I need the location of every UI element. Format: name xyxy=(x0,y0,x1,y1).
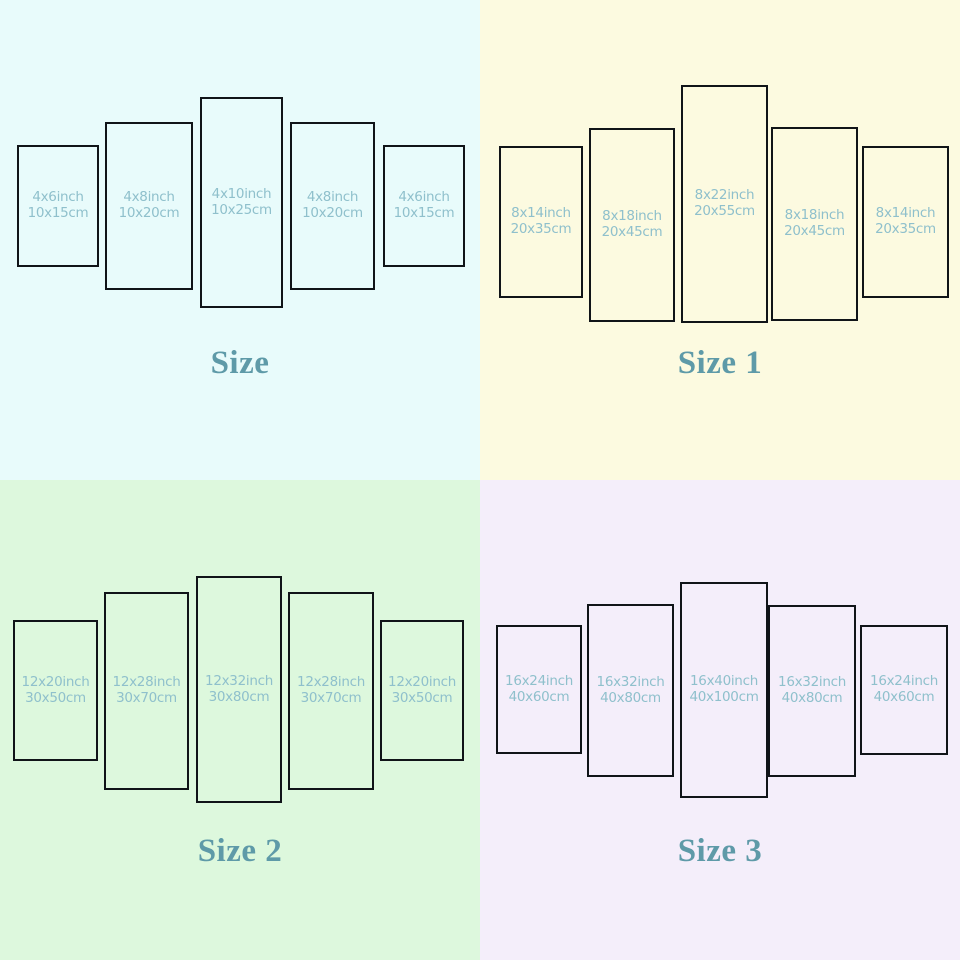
panel-size-cm: 10x25cm xyxy=(211,201,272,218)
panel-size-inch: 16x32inch xyxy=(778,674,846,690)
panel-size-inch: 8x22inch xyxy=(694,187,755,203)
panel-size-cm: 10x15cm xyxy=(27,205,89,221)
panel-size-cm: 20x55cm xyxy=(694,203,755,219)
panel-size-inch: 12x20inch xyxy=(21,673,90,690)
panel-size-cm: 40x80cm xyxy=(781,690,843,706)
panel-size-inch: 8x14inch xyxy=(875,205,936,221)
panel-size-cm: 20x35cm xyxy=(875,221,936,237)
quadrant-title-size: Size xyxy=(210,345,270,381)
panel-size-inch: 8x18inch xyxy=(784,207,845,223)
panel-size-cm: 40x80cm xyxy=(600,689,661,706)
quadrant-title-size-2: Size 2 xyxy=(197,833,283,869)
panel-size-cm: 30x50cm xyxy=(25,689,86,706)
panel-size-inch: 12x28inch xyxy=(112,674,181,690)
panel-size-inch: 16x24inch xyxy=(870,673,938,689)
panel-size-cm: 30x80cm xyxy=(208,688,270,705)
panel-size-cm: 20x45cm xyxy=(784,223,845,239)
panel-size-inch: 16x32inch xyxy=(596,673,665,690)
panel-size-inch: 8x18inch xyxy=(602,208,662,224)
panel-size-inch: 4x6inch xyxy=(398,189,450,205)
panel-size-cm: 10x20cm xyxy=(118,205,180,221)
quadrant-title-size-3: Size 3 xyxy=(677,833,763,869)
panel-size-cm: 20x45cm xyxy=(601,224,663,240)
panel-size-inch: 8x14inch xyxy=(511,205,571,221)
panel-size-cm: 10x20cm xyxy=(302,205,363,221)
panel-size-inch: 4x8inch xyxy=(306,189,359,205)
panel-size-inch: 4x10inch xyxy=(211,185,272,202)
panel-size-cm: 30x70cm xyxy=(300,690,362,706)
panel-size-inch: 4x6inch xyxy=(32,189,84,205)
panel-size-cm: 20x35cm xyxy=(510,221,572,237)
panel-size-inch: 4x8inch xyxy=(123,189,175,205)
quadrant-title-size-1: Size 1 xyxy=(677,345,763,381)
panel-size-inch: 16x40inch xyxy=(690,673,758,689)
panel-size-inch: 16x24inch xyxy=(505,672,573,689)
panel-size-cm: 40x60cm xyxy=(508,688,570,705)
panel-size-inch: 12x28inch xyxy=(297,674,365,690)
panel-size-cm: 40x60cm xyxy=(873,689,935,705)
panel-size-inch: 12x20inch xyxy=(388,673,456,690)
panel-size-cm: 30x50cm xyxy=(391,689,453,706)
panel-size-cm: 30x70cm xyxy=(116,690,177,706)
panel-size-inch: 12x32inch xyxy=(205,672,273,689)
panel-size-cm: 10x15cm xyxy=(393,205,455,221)
panel-size-cm: 40x100cm xyxy=(689,689,759,705)
